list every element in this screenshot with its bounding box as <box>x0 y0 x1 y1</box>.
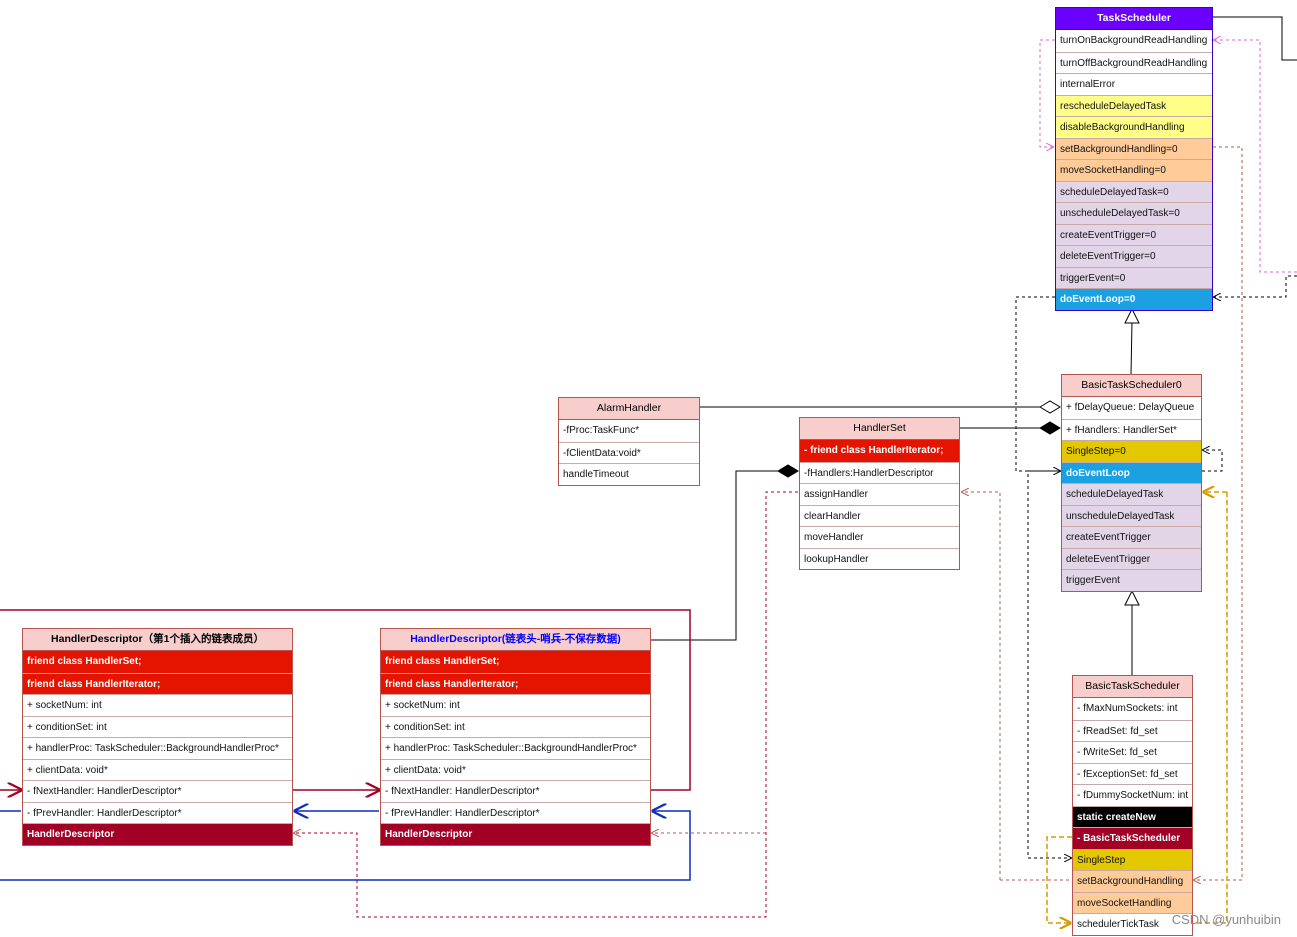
descriptor-composition-line <box>650 470 778 641</box>
class-member: + socketNum: int <box>23 694 292 716</box>
class-member: turnOffBackgroundReadHandling <box>1056 51 1212 73</box>
class-member: doEventLoop=0 <box>1056 288 1212 310</box>
class-member: internalError <box>1056 73 1212 95</box>
class-member: friend class HandlerIterator; <box>381 672 650 694</box>
class-member: + handlerProc: TaskScheduler::Background… <box>23 737 292 759</box>
class-member: schedulerTickTask <box>1073 913 1192 935</box>
watermark: CSDN @yunhuibin <box>1171 912 1281 927</box>
class-member: turnOnBackgroundReadHandling <box>1056 30 1212 52</box>
class-member: -fProc:TaskFunc* <box>559 420 699 442</box>
class-member: HandlerDescriptor <box>381 823 650 845</box>
class-member: + socketNum: int <box>381 694 650 716</box>
class-member: static createNew <box>1073 805 1192 827</box>
class-member: - fNextHandler: HandlerDescriptor* <box>381 780 650 802</box>
class-member: createEventTrigger=0 <box>1056 223 1212 245</box>
class-member: deleteEventTrigger <box>1062 547 1201 569</box>
class-member: handleTimeout <box>559 463 699 485</box>
basic-task-scheduler0-class: BasicTaskScheduler0+ fDelayQueue: DelayQ… <box>1061 374 1202 592</box>
class-member: - friend class HandlerIterator; <box>800 440 959 462</box>
class-member: HandlerDescriptor <box>23 823 292 845</box>
class-member: + fHandlers: HandlerSet* <box>1062 418 1201 440</box>
doeventloop-return-link <box>1214 275 1297 297</box>
gold-dashed-link-2 <box>1046 836 1072 923</box>
class-member: scheduleDelayedTask <box>1062 483 1201 505</box>
class-member: moveHandler <box>800 526 959 548</box>
class-member: SingleStep <box>1073 848 1192 870</box>
prev-handler-loop <box>0 811 691 881</box>
class-title: BasicTaskScheduler <box>1073 676 1192 698</box>
class-member: rescheduleDelayedTask <box>1056 94 1212 116</box>
class-member: + fDelayQueue: DelayQueue <box>1062 397 1201 419</box>
handler-descriptor-first-class: HandlerDescriptor（第1个插入的链表成员）friend clas… <box>22 628 293 846</box>
class-member: doEventLoop <box>1062 461 1201 483</box>
red-dashed-assign-link <box>962 492 1001 880</box>
class-member: assignHandler <box>800 483 959 505</box>
pink-dashed-link-right <box>1214 40 1297 273</box>
class-member: - fNextHandler: HandlerDescriptor* <box>23 780 292 802</box>
red-dashed-setbg-link <box>1194 146 1243 880</box>
class-member: - fMaxNumSockets: int <box>1073 698 1192 720</box>
class-member: unscheduleDelayedTask <box>1062 504 1201 526</box>
class-title: HandlerSet <box>800 418 959 440</box>
inherit-triangle-2 <box>1124 589 1140 606</box>
class-member: - fDummySocketNum: int <box>1073 784 1192 806</box>
composition-diamond-1 <box>1039 421 1061 435</box>
class-member: + clientData: void* <box>23 758 292 780</box>
alarm-handler-class: AlarmHandler-fProc:TaskFunc*-fClientData… <box>558 397 700 486</box>
scheduler-outgoing-line <box>1213 16 1297 61</box>
class-member: triggerEvent <box>1062 569 1201 591</box>
class-member: - BasicTaskScheduler <box>1073 827 1192 849</box>
handler-descriptor-head-class: HandlerDescriptor(链表头-哨兵-不保存数据)friend cl… <box>380 628 651 846</box>
class-member: disableBackgroundHandling <box>1056 116 1212 138</box>
class-member: scheduleDelayedTask=0 <box>1056 180 1212 202</box>
composition-diamond-2 <box>777 464 799 478</box>
class-title: TaskScheduler <box>1056 8 1212 30</box>
class-member: SingleStep=0 <box>1062 440 1201 462</box>
singlestep-self-link <box>1202 450 1223 472</box>
inherit-line-1 <box>1130 321 1133 376</box>
class-member: - fPrevHandler: HandlerDescriptor* <box>381 801 650 823</box>
red-dashed-descriptor-link <box>294 491 798 918</box>
class-member: + handlerProc: TaskScheduler::Background… <box>381 737 650 759</box>
class-title: HandlerDescriptor(链表头-哨兵-不保存数据) <box>381 629 650 651</box>
class-member: + clientData: void* <box>381 758 650 780</box>
next-handler-loop <box>0 609 691 791</box>
class-member: triggerEvent=0 <box>1056 266 1212 288</box>
handler-set-class: HandlerSet- friend class HandlerIterator… <box>799 417 960 570</box>
doeventloop-dashed-link <box>1015 296 1060 471</box>
class-member: unscheduleDelayedTask=0 <box>1056 202 1212 224</box>
class-member: friend class HandlerIterator; <box>23 672 292 694</box>
class-member: friend class HandlerSet; <box>23 651 292 673</box>
class-member: deleteEventTrigger=0 <box>1056 245 1212 267</box>
class-member: createEventTrigger <box>1062 526 1201 548</box>
class-member: clearHandler <box>800 504 959 526</box>
class-member: + conditionSet: int <box>381 715 650 737</box>
aggregation-diamond <box>1039 400 1061 414</box>
basic-task-scheduler-class: BasicTaskScheduler- fMaxNumSockets: int-… <box>1072 675 1193 936</box>
class-member: -fHandlers:HandlerDescriptor <box>800 461 959 483</box>
class-member: friend class HandlerSet; <box>381 651 650 673</box>
class-member: - fPrevHandler: HandlerDescriptor* <box>23 801 292 823</box>
class-title: BasicTaskScheduler0 <box>1062 375 1201 397</box>
class-member: - fExceptionSet: fd_set <box>1073 762 1192 784</box>
class-member: moveSocketHandling=0 <box>1056 159 1212 181</box>
class-title: AlarmHandler <box>559 398 699 420</box>
inherit-triangle-1 <box>1124 307 1140 324</box>
class-member: setBackgroundHandling=0 <box>1056 137 1212 159</box>
class-member: + conditionSet: int <box>23 715 292 737</box>
gold-dashed-link-1 <box>1194 492 1228 924</box>
class-member: setBackgroundHandling <box>1073 870 1192 892</box>
class-member: moveSocketHandling <box>1073 891 1192 913</box>
class-member: - fReadSet: fd_set <box>1073 719 1192 741</box>
pink-dashed-link-left <box>1039 39 1055 147</box>
class-member: lookupHandler <box>800 547 959 569</box>
class-member: -fClientData:void* <box>559 441 699 463</box>
class-member: - fWriteSet: fd_set <box>1073 741 1192 763</box>
class-title: HandlerDescriptor（第1个插入的链表成员） <box>23 629 292 651</box>
